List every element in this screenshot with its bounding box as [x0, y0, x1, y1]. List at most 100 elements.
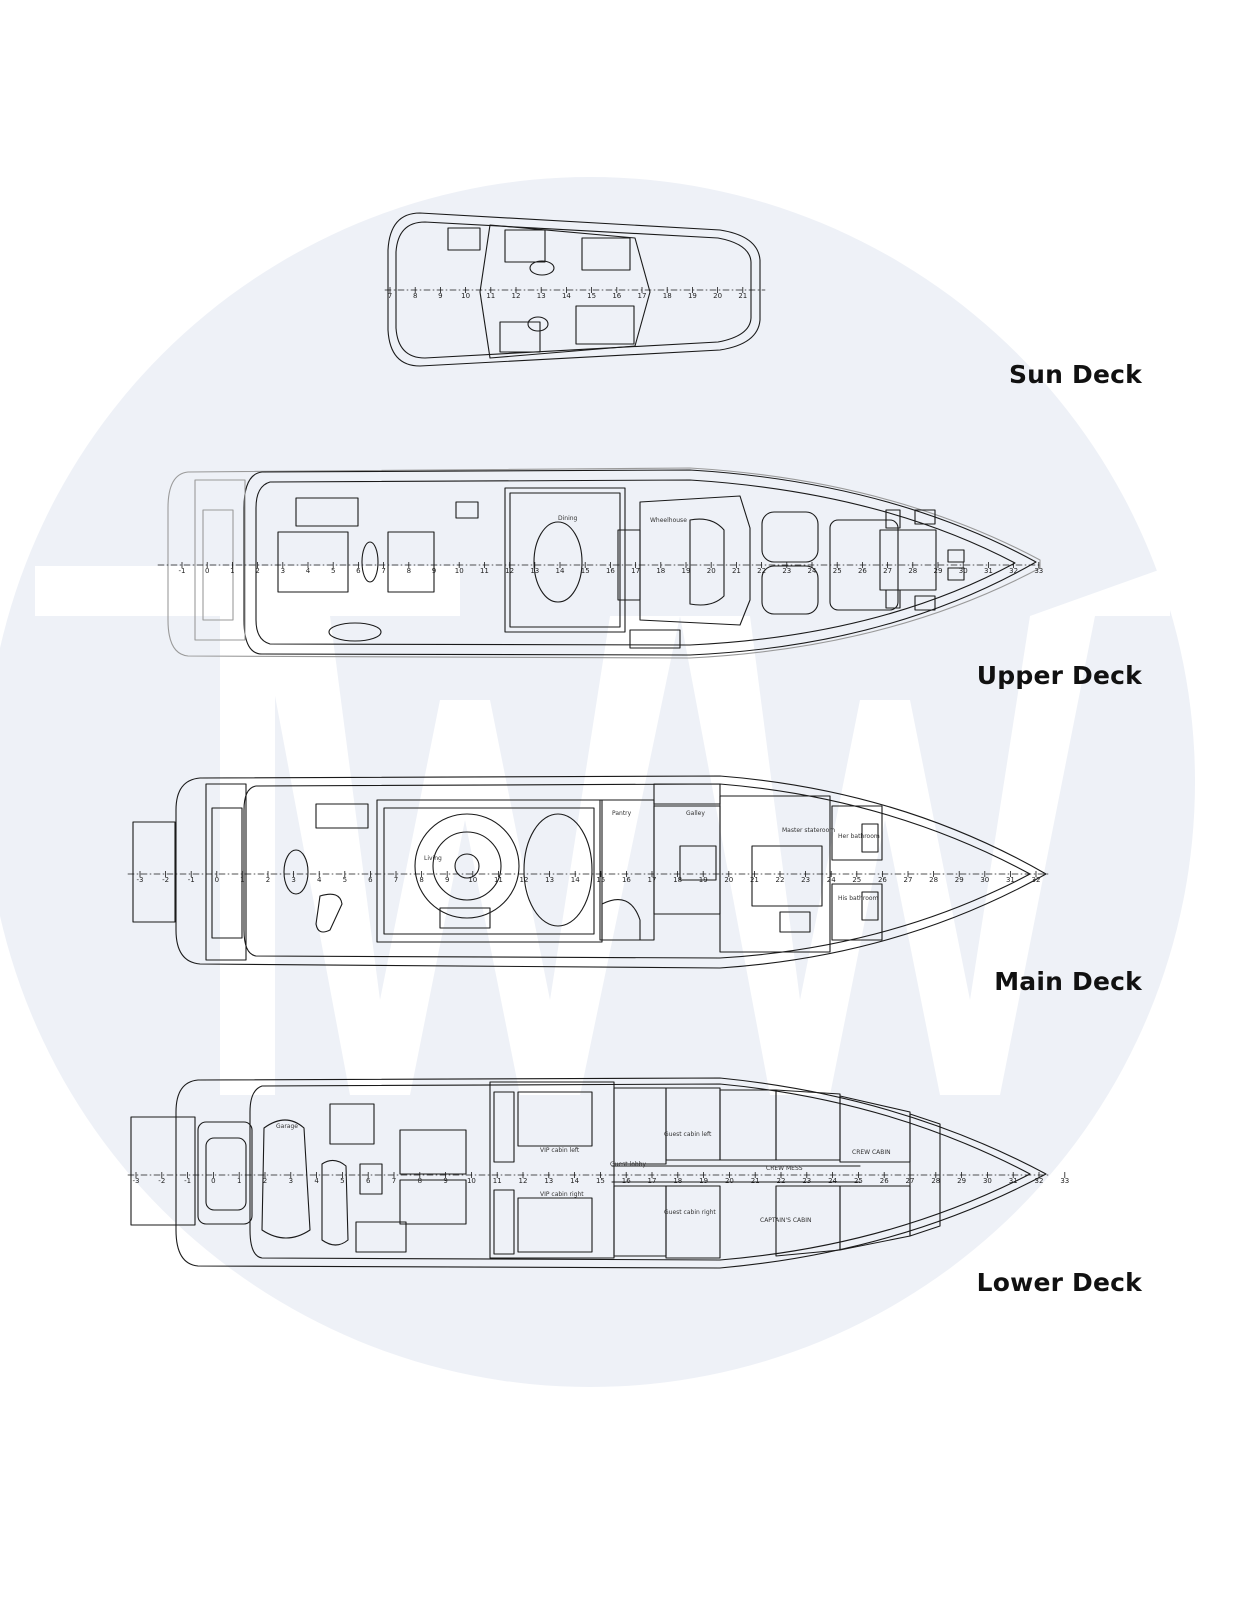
upper-deck-frame-number: 27	[883, 567, 892, 575]
watermark-tw-logo	[35, 566, 1170, 1095]
main-deck-frame-number: 7	[394, 876, 398, 884]
upper-deck-frame-number: 14	[556, 567, 565, 575]
main-deck-frame-number: 30	[980, 876, 989, 884]
room-label-master-stateroom: Master stateroom	[782, 827, 835, 834]
main-deck-frame-number: 28	[929, 876, 938, 884]
room-label-vip-cabin-left: VIP cabin left	[540, 1147, 580, 1154]
main-deck-frame-number: 19	[699, 876, 708, 884]
main-deck-frame-number: 13	[545, 876, 554, 884]
main-deck-frame-number: 14	[571, 876, 580, 884]
upper-deck-frame-number: 2	[255, 567, 259, 575]
lower-deck-frame-number: 10	[467, 1177, 476, 1185]
upper-deck-frame-number: 18	[656, 567, 665, 575]
upper-deck-frame-number: 12	[505, 567, 514, 575]
room-label-guest-cabin-right: Guest cabin right	[664, 1209, 716, 1216]
lower-deck-frame-number: 33	[1060, 1177, 1069, 1185]
upper-deck-frame-number: 7	[381, 567, 385, 575]
lower-deck-frame-number: 1	[237, 1177, 241, 1185]
main-deck-frame-number: 12	[520, 876, 529, 884]
lower-deck-frame-number: 13	[544, 1177, 553, 1185]
upper-deck-frame-number: 6	[356, 567, 361, 575]
room-label-dining: Dining	[558, 515, 578, 522]
lower-deck-label: Lower Deck	[976, 1268, 1142, 1297]
room-label-galley: Galley	[686, 810, 705, 817]
main-deck-frame-number: 22	[776, 876, 785, 884]
lower-deck-frame-number: 21	[751, 1177, 760, 1185]
lower-deck-frame-number: 11	[493, 1177, 502, 1185]
upper-deck-frame-number: 15	[581, 567, 590, 575]
lower-deck-frame-number: 14	[570, 1177, 579, 1185]
lower-deck-frame-number: -3	[133, 1177, 140, 1185]
lower-deck-frame-number: 5	[340, 1177, 344, 1185]
main-deck-frame-number: 8	[419, 876, 423, 884]
lower-deck-frame-number: 19	[699, 1177, 708, 1185]
room-label-guest-cabin-left: Guest cabin left	[664, 1131, 712, 1138]
upper-deck-frame-number: 16	[606, 567, 615, 575]
main-deck-frame-number: 20	[724, 876, 733, 884]
sun-deck-frame-number: 13	[537, 292, 546, 300]
lower-deck-frame-number: 9	[443, 1177, 447, 1185]
lower-deck-frame-number: 23	[802, 1177, 811, 1185]
main-deck-frame-number: -2	[162, 876, 169, 884]
lower-deck-frame-number: 30	[983, 1177, 992, 1185]
upper-deck-frame-number: 11	[480, 567, 489, 575]
lower-deck-frame-number: 32	[1035, 1177, 1044, 1185]
main-deck-frame-number: 18	[673, 876, 682, 884]
lower-deck-frame-number: 15	[596, 1177, 605, 1185]
upper-deck-frame-number: 32	[1009, 567, 1018, 575]
lower-deck-frame-number: 26	[880, 1177, 889, 1185]
main-deck-frame-number: 17	[648, 876, 657, 884]
lower-deck-frame-number: 8	[418, 1177, 422, 1185]
main-deck-frame-number: 16	[622, 876, 631, 884]
main-deck-frame-number: 2	[266, 876, 270, 884]
upper-deck-frame-number: 22	[757, 567, 766, 575]
sun-deck-frame-number: 18	[663, 292, 672, 300]
room-label-his-bathroom: His bathroom	[838, 895, 879, 902]
room-label-living: Living	[424, 855, 442, 862]
main-deck-frame-number: 21	[750, 876, 759, 884]
upper-deck-label: Upper Deck	[976, 661, 1142, 690]
sun-deck-frame-number: 7	[388, 292, 392, 300]
upper-deck-frame-number: -1	[179, 567, 186, 575]
upper-deck-frame-number: 30	[959, 567, 968, 575]
lower-deck-frame-number: 25	[854, 1177, 863, 1185]
sun-deck-plan	[387, 212, 761, 367]
lower-deck-plan	[130, 1077, 1047, 1269]
room-label-captains-cabin: CAPTAIN'S CABIN	[760, 1217, 812, 1224]
lower-deck-frame-number: 28	[931, 1177, 940, 1185]
lower-deck-frame-number: 6	[366, 1177, 371, 1185]
lower-deck-frame-number: 0	[211, 1177, 215, 1185]
main-deck-frame-number: 4	[317, 876, 322, 884]
upper-deck-frame-number: 4	[306, 567, 311, 575]
sun-deck-frame-number: 19	[688, 292, 697, 300]
upper-deck-plan	[167, 467, 1041, 659]
lower-deck-frame-number: 3	[289, 1177, 293, 1185]
main-deck-frame-number: 6	[368, 876, 373, 884]
upper-deck-frame-number: 23	[782, 567, 791, 575]
main-deck-label: Main Deck	[994, 967, 1142, 996]
lower-deck-frame-number: -1	[184, 1177, 191, 1185]
main-deck-frame-number: 11	[494, 876, 503, 884]
sun-deck-frame-number: 9	[438, 292, 442, 300]
upper-deck-frame-number: 25	[833, 567, 842, 575]
upper-deck-frame-number: 26	[858, 567, 867, 575]
lower-deck-frame-number: 7	[392, 1177, 396, 1185]
upper-deck-frame-number: 3	[281, 567, 285, 575]
sun-deck-frame-number: 11	[486, 292, 495, 300]
lower-deck-frame-number: 12	[519, 1177, 528, 1185]
lower-deck-frame-number: 22	[777, 1177, 786, 1185]
room-label-crew-cabin: CREW CABIN	[852, 1149, 891, 1156]
upper-deck-frame-number: 20	[707, 567, 716, 575]
upper-deck-frame-number: 13	[530, 567, 539, 575]
sun-deck-frame-number: 12	[512, 292, 521, 300]
upper-deck-frame-number: 5	[331, 567, 335, 575]
lower-deck-frame-number: 4	[314, 1177, 319, 1185]
upper-deck-frame-number: 28	[908, 567, 917, 575]
main-deck-frame-number: 0	[215, 876, 219, 884]
lower-deck-frame-number: 17	[648, 1177, 657, 1185]
